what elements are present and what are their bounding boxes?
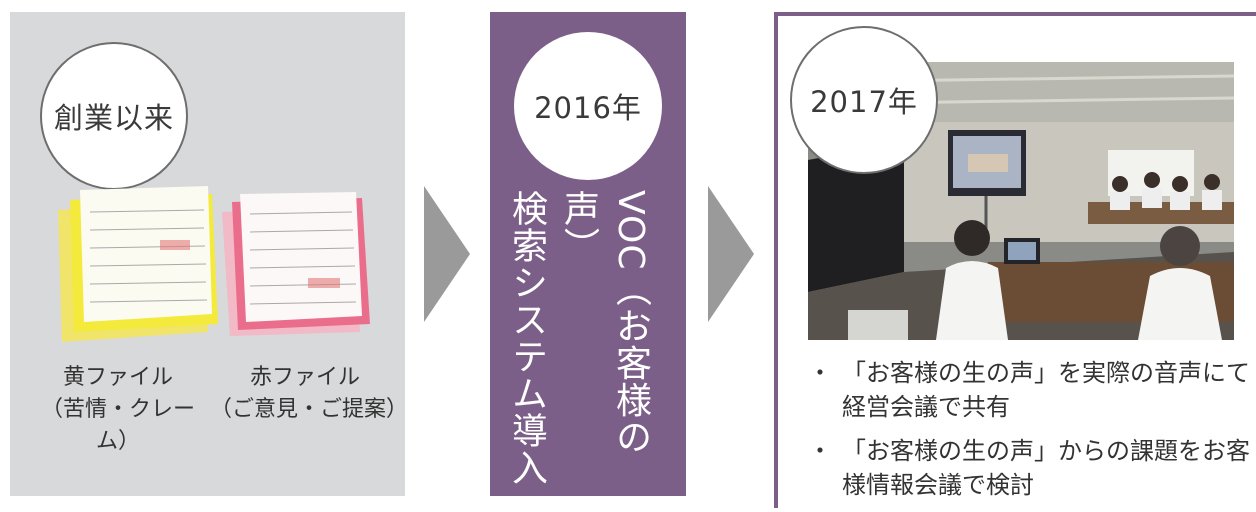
panel-2017: 2017年 「お客様の生の声」を実際の音声にて経営会議で共有 「お客様の生の声」… (774, 12, 1256, 508)
arrow-right-icon (424, 186, 470, 322)
voc-system-title: VOC（お客様の声） 検索システム導入 (506, 190, 651, 486)
bullet-item: 「お客様の生の声」を実際の音声にて経営会議で共有 (808, 356, 1254, 424)
label-2016: 2016年 (514, 32, 662, 180)
meeting-photo (808, 62, 1234, 340)
red-file-detail: （ご意見・ご提案） (210, 397, 409, 422)
red-file-icon (222, 192, 370, 336)
red-file-name: 赤ファイル (249, 365, 360, 390)
arrow-right-icon (708, 186, 754, 322)
bullet-item: 「お客様の生の声」からの課題をお客様情報会議で検討 (808, 434, 1254, 502)
yellow-file-detail: （苦情・クレーム） (40, 397, 195, 454)
label-founding: 創業以来 (40, 42, 188, 190)
yellow-file-icon (58, 186, 218, 342)
yellow-file-name: 黄ファイル (62, 365, 173, 390)
red-file-caption: 赤ファイル （ご意見・ご提案） (210, 362, 409, 426)
panel-founding: 創業以来 黄ファイル （苦 (10, 12, 409, 496)
bullet-list: 「お客様の生の声」を実際の音声にて経営会議で共有 「お客様の生の声」からの課題を… (808, 356, 1254, 512)
file-folders-illustration (58, 186, 370, 342)
panel-2016: 2016年 VOC（お客様の声） 検索システム導入 (490, 12, 686, 496)
yellow-file-caption: 黄ファイル （苦情・クレーム） (28, 362, 208, 458)
label-2017: 2017年 (790, 26, 938, 174)
